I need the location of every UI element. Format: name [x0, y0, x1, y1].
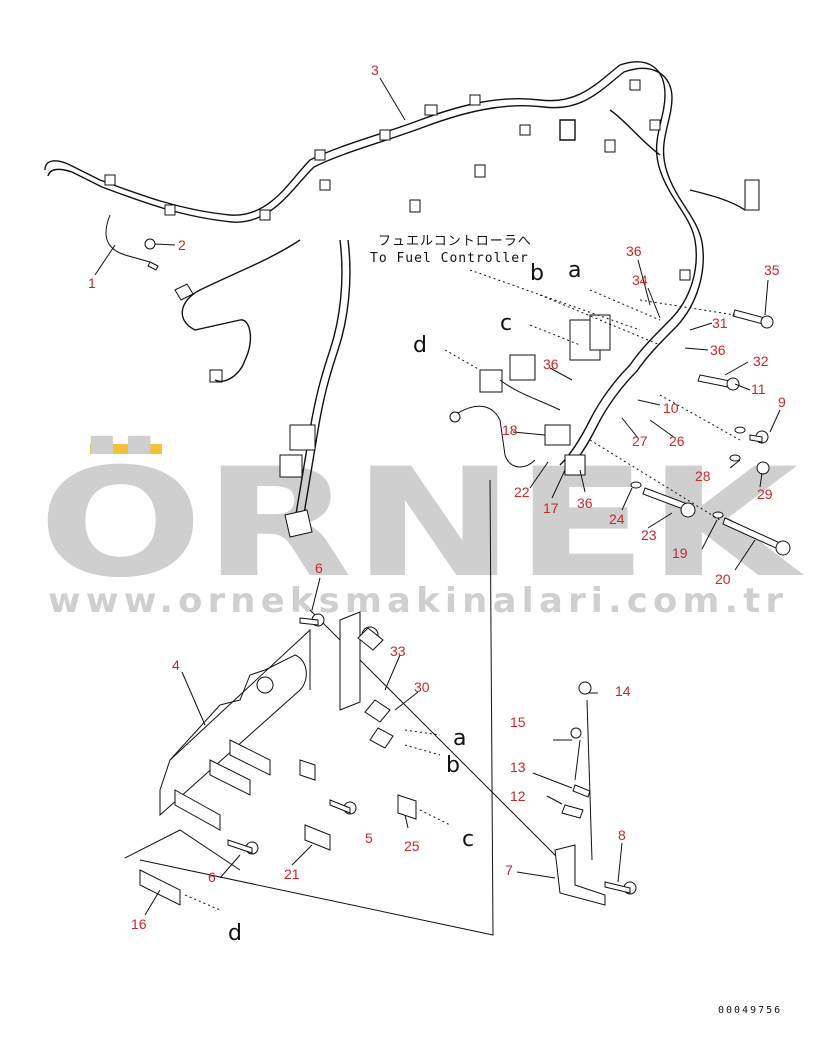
callout-19: 19: [672, 545, 688, 561]
callout-36-c: 36: [543, 356, 559, 372]
callout-35: 35: [764, 262, 780, 278]
callout-8: 8: [618, 827, 626, 843]
callouts: 1 2 3 4 5 6 6 7 8 9 10 11 12 13 14 15 16…: [88, 62, 786, 932]
watermark-umlaut-left: [90, 444, 134, 454]
callout-28: 28: [695, 468, 711, 484]
callout-36-b: 36: [710, 342, 726, 358]
view-letters: a b c d a b c d: [228, 258, 581, 946]
callout-9: 9: [778, 394, 786, 410]
callout-21: 21: [284, 866, 300, 882]
view-arrows-upper: [444, 269, 741, 521]
watermark-umlaut-right: [118, 444, 162, 454]
fasteners-right: [630, 309, 791, 556]
callout-26: 26: [669, 433, 685, 449]
callout-20: 20: [715, 571, 731, 587]
callout-36-d: 36: [577, 495, 593, 511]
callout-31: 31: [712, 315, 728, 331]
callout-6-top: 6: [315, 560, 323, 576]
bracket-assembly: [124, 611, 417, 906]
letter-d-bottom: d: [228, 921, 242, 946]
callout-4: 4: [172, 657, 180, 673]
callout-14: 14: [615, 683, 631, 699]
callout-24: 24: [609, 511, 625, 527]
letter-a-bottom: a: [453, 726, 466, 751]
watermark-url: www.orneksmakinalari.com.tr: [48, 581, 788, 621]
callout-17: 17: [543, 500, 559, 516]
note-english: To Fuel Controller: [370, 251, 529, 266]
letter-c-bottom: c: [462, 827, 474, 852]
drawing-code: 00049756: [718, 1005, 782, 1016]
callout-10: 10: [663, 400, 679, 416]
callout-12: 12: [510, 788, 526, 804]
callout-22: 22: [514, 484, 530, 500]
callout-16: 16: [131, 916, 147, 932]
callout-2: 2: [178, 237, 186, 253]
letter-c-top: c: [500, 311, 512, 336]
letter-a-top: a: [568, 258, 581, 283]
view-arrows-lower: [184, 729, 451, 911]
wiring-harness: [44, 61, 760, 538]
callout-27: 27: [632, 433, 648, 449]
watermark: ÖRNEK www.orneksmakinalari.com.tr: [38, 435, 804, 621]
callout-32: 32: [753, 353, 769, 369]
callout-5: 5: [365, 830, 373, 846]
fuel-controller-note: フュエルコントローラへ To Fuel Controller: [370, 234, 532, 266]
callout-13: 13: [510, 759, 526, 775]
callout-33: 33: [390, 643, 406, 659]
letter-b-bottom: b: [446, 753, 460, 778]
callout-36-a: 36: [626, 243, 642, 259]
callout-29: 29: [757, 486, 773, 502]
callout-11: 11: [751, 381, 766, 397]
callout-30: 30: [414, 679, 430, 695]
callout-7: 7: [505, 862, 513, 878]
leader-lines: [94, 77, 781, 916]
callout-18: 18: [502, 422, 518, 438]
letter-b-top: b: [530, 261, 544, 286]
callout-3: 3: [371, 62, 379, 78]
callout-25: 25: [404, 838, 420, 854]
callout-34: 34: [632, 272, 648, 288]
callout-23: 23: [641, 527, 657, 543]
watermark-brand: ÖRNEK: [38, 435, 804, 611]
letter-d-top: d: [413, 333, 427, 358]
small-bracket: [554, 681, 637, 906]
note-japanese: フュエルコントローラへ: [378, 234, 532, 249]
callout-15: 15: [510, 714, 526, 730]
callout-6-bottom: 6: [208, 869, 216, 885]
callout-1: 1: [88, 275, 96, 291]
